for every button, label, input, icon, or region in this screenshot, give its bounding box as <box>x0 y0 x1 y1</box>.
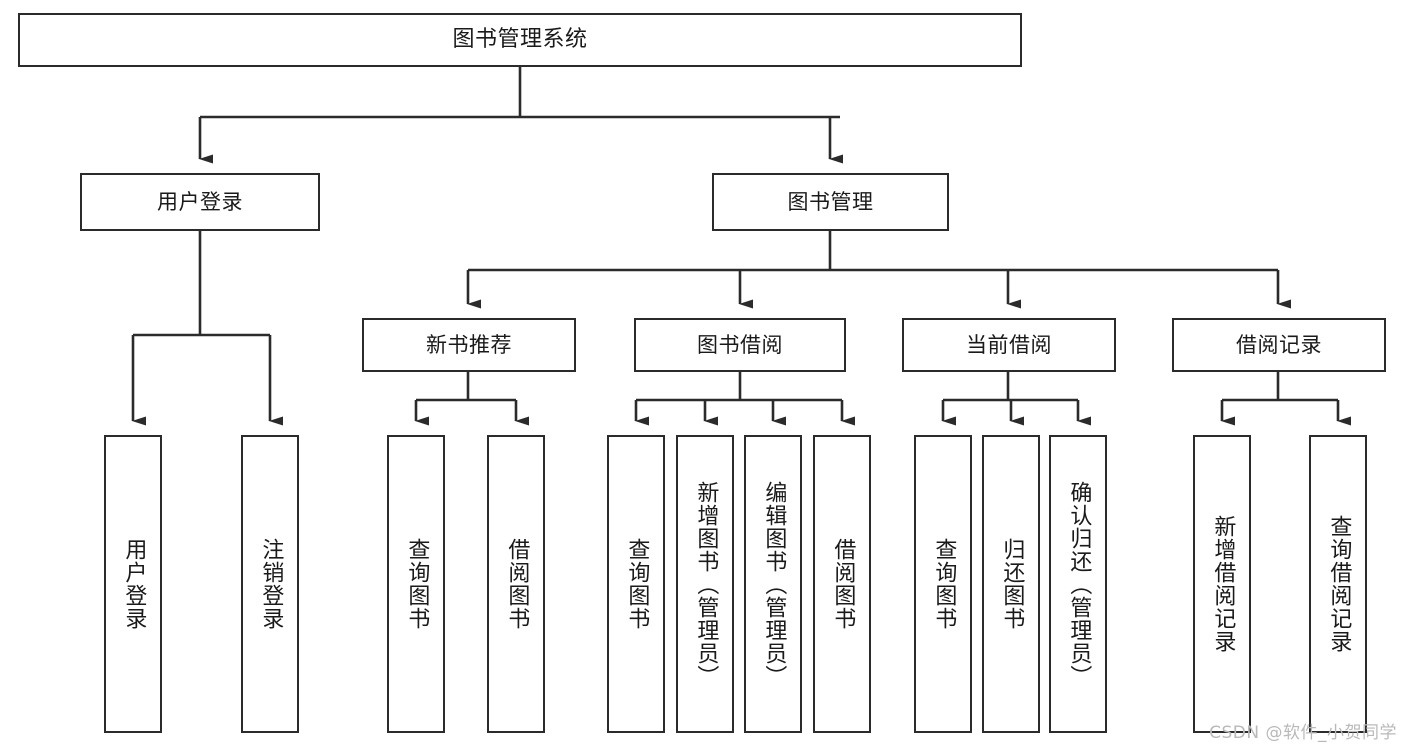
node-leaf-edit-book[interactable]: 编辑图书（管理员） <box>744 435 802 733</box>
node-leaf-confirm-return[interactable]: 确认归还（管理员） <box>1049 435 1107 733</box>
node-current-borrow-label: 当前借阅 <box>966 332 1052 357</box>
node-user-login-label: 用户登录 <box>157 189 243 214</box>
node-user-login[interactable]: 用户登录 <box>80 173 320 231</box>
node-leaf-borrow-book-2-label: 借阅图书 <box>830 538 856 630</box>
node-book-manage-label: 图书管理 <box>787 189 874 214</box>
node-leaf-add-book-label: 新增图书（管理员） <box>693 480 719 688</box>
node-leaf-logout[interactable]: 注销登录 <box>241 435 299 733</box>
node-new-book-rec-label: 新书推荐 <box>426 332 512 357</box>
node-leaf-query-book-2-label: 查询图书 <box>624 538 650 630</box>
node-leaf-add-record[interactable]: 新增借阅记录 <box>1193 435 1251 733</box>
node-new-book-rec[interactable]: 新书推荐 <box>362 318 576 372</box>
node-book-borrow[interactable]: 图书借阅 <box>634 318 846 372</box>
node-leaf-query-book-3[interactable]: 查询图书 <box>914 435 972 733</box>
node-leaf-borrow-book-2[interactable]: 借阅图书 <box>813 435 871 733</box>
node-root-label: 图书管理系统 <box>452 27 588 53</box>
node-leaf-query-book-1-label: 查询图书 <box>404 538 430 630</box>
node-leaf-add-book[interactable]: 新增图书（管理员） <box>676 435 734 733</box>
node-leaf-return-book[interactable]: 归还图书 <box>982 435 1040 733</box>
node-leaf-query-record[interactable]: 查询借阅记录 <box>1309 435 1367 733</box>
node-borrow-record[interactable]: 借阅记录 <box>1172 318 1386 372</box>
node-borrow-record-label: 借阅记录 <box>1236 332 1322 357</box>
node-root[interactable]: 图书管理系统 <box>18 13 1022 67</box>
node-leaf-query-record-label: 查询借阅记录 <box>1326 515 1352 653</box>
node-leaf-add-record-label: 新增借阅记录 <box>1210 515 1236 653</box>
node-book-manage[interactable]: 图书管理 <box>712 173 949 231</box>
node-book-borrow-label: 图书借阅 <box>697 332 783 357</box>
node-leaf-borrow-book-1[interactable]: 借阅图书 <box>487 435 545 733</box>
node-leaf-logout-label: 注销登录 <box>258 538 284 630</box>
node-leaf-user-login[interactable]: 用户登录 <box>104 435 162 733</box>
node-leaf-borrow-book-1-label: 借阅图书 <box>504 538 530 630</box>
node-leaf-query-book-1[interactable]: 查询图书 <box>387 435 445 733</box>
node-leaf-edit-book-label: 编辑图书（管理员） <box>761 480 787 688</box>
node-leaf-query-book-2[interactable]: 查询图书 <box>607 435 665 733</box>
node-leaf-query-book-3-label: 查询图书 <box>931 538 957 630</box>
node-leaf-user-login-label: 用户登录 <box>121 538 147 630</box>
node-leaf-confirm-return-label: 确认归还（管理员） <box>1066 480 1092 688</box>
node-current-borrow[interactable]: 当前借阅 <box>902 318 1116 372</box>
node-leaf-return-book-label: 归还图书 <box>999 538 1025 630</box>
